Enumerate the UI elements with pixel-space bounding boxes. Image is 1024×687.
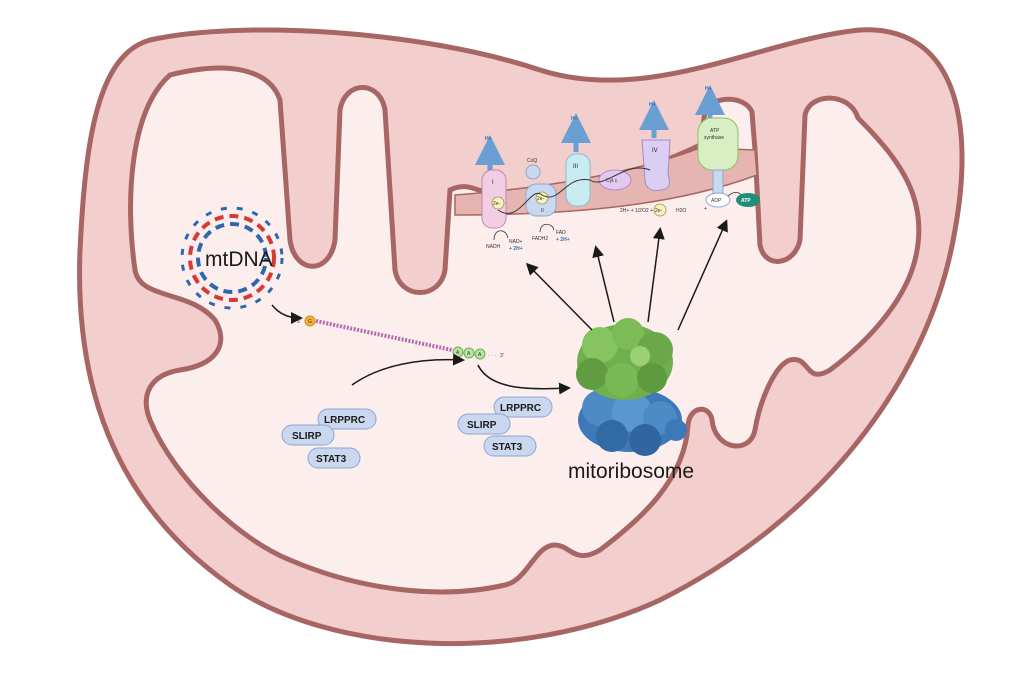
mtdna-label: mtDNA xyxy=(205,248,273,271)
water-label: H2O xyxy=(676,208,686,214)
coq xyxy=(525,164,541,180)
poly-a-2 xyxy=(463,347,475,359)
mrna-cap-label: G xyxy=(308,319,312,325)
complex-i-label: I xyxy=(492,180,494,186)
lrpprc-box-left xyxy=(317,408,377,430)
electron-flow xyxy=(497,167,651,214)
electron-iv-label: 2e- xyxy=(655,208,663,214)
mitoribosome-small-subunit xyxy=(576,318,673,400)
atp-synthase-label-2: synthase xyxy=(704,135,724,141)
cyt-c xyxy=(598,169,632,191)
lrpprc-label-right: LRPPRC xyxy=(500,403,541,414)
poly-a-label-3: A xyxy=(478,352,482,358)
lrpprc-box-right xyxy=(493,396,553,418)
atp-label: ATP xyxy=(741,198,751,204)
complex-iii-label: III xyxy=(573,164,578,170)
pi-label: + xyxy=(704,206,707,212)
electron-ii-label: 2e- xyxy=(537,196,545,202)
fad-label: FAD xyxy=(556,230,566,236)
arrow-to-complex-iii xyxy=(592,245,615,323)
nadh-curve xyxy=(493,230,509,241)
complex-ii-label: II xyxy=(541,208,544,214)
electron-iv xyxy=(653,203,667,217)
poly-a-3 xyxy=(474,348,486,360)
electron-i-label: 2e- xyxy=(493,201,501,207)
electron-ii xyxy=(535,191,549,205)
mrna: 5' G A A A · · · 3' xyxy=(297,315,504,360)
mtdna-circle xyxy=(180,206,284,310)
fad-proton-label: + 2H+ xyxy=(556,237,570,243)
proton-label-iii: H+ xyxy=(571,116,578,122)
arrow-to-complex-i xyxy=(525,262,593,331)
complex-iv xyxy=(641,139,671,191)
atp-synthase xyxy=(697,117,739,171)
slirp-label-right: SLIRP xyxy=(467,420,497,431)
binding-arrow xyxy=(351,353,465,386)
stat3-label-left: STAT3 xyxy=(316,454,347,465)
translation-arrow xyxy=(477,364,571,395)
proton-label-atp: H+ xyxy=(705,86,712,92)
adp-label: ADP xyxy=(711,198,722,204)
arrow-to-complex-iv xyxy=(647,227,665,323)
nad-proton-label: + 2H+ xyxy=(509,246,523,252)
mitoribosome-large-subunit xyxy=(578,388,687,456)
stat3-label-right: STAT3 xyxy=(492,442,523,453)
mitoribosome xyxy=(576,318,687,456)
slirp-box-left xyxy=(281,424,335,446)
oxygen-equation-label: 2H+ + 1/2O2 + xyxy=(620,208,653,214)
arrow-to-atp-synthase xyxy=(677,219,728,331)
lrpprc-label-left: LRPPRC xyxy=(324,415,365,426)
poly-a-label-2: A xyxy=(467,351,471,357)
atp xyxy=(736,193,760,207)
mrna-five-prime: 5' xyxy=(297,319,301,325)
proton-label-i: H+ xyxy=(485,136,492,142)
adp xyxy=(705,192,731,208)
poly-a-label-1: A xyxy=(456,350,460,356)
fadh2-curve xyxy=(539,223,555,233)
mitoribosome-label: mitoribosome xyxy=(568,460,694,483)
slirp-label-left: SLIRP xyxy=(292,431,322,442)
proton-label-iv: H+ xyxy=(649,102,656,108)
mrna-three-prime: 3' xyxy=(500,353,504,359)
mrna-cap xyxy=(304,315,316,327)
mrna-strand xyxy=(315,319,453,352)
transcription-arrow xyxy=(271,304,303,324)
electron-transport-chain: H+ H+ H+ H+ I 2e- CoQ II 2e- III Cyt c I… xyxy=(475,85,760,252)
protein-group-left: LRPPRC SLIRP STAT3 xyxy=(281,408,377,469)
stat3-box-right xyxy=(483,435,537,457)
nadh-label: NADH xyxy=(486,244,501,250)
electron-i xyxy=(491,196,505,210)
stat3-box-left xyxy=(307,447,361,469)
slirp-box-right xyxy=(457,413,511,435)
cyt-c-label: Cyt c xyxy=(606,178,618,184)
poly-a-dots: · · · xyxy=(488,353,496,359)
complex-iv-label: IV xyxy=(652,148,658,154)
fadh2-label: FADH2 xyxy=(532,236,548,242)
protein-group-right: LRPPRC SLIRP STAT3 xyxy=(457,396,553,457)
coq-label: CoQ xyxy=(527,158,537,164)
nad-label: NAD+ xyxy=(509,239,523,245)
atp-synthase-label-1: ATP xyxy=(710,128,720,134)
